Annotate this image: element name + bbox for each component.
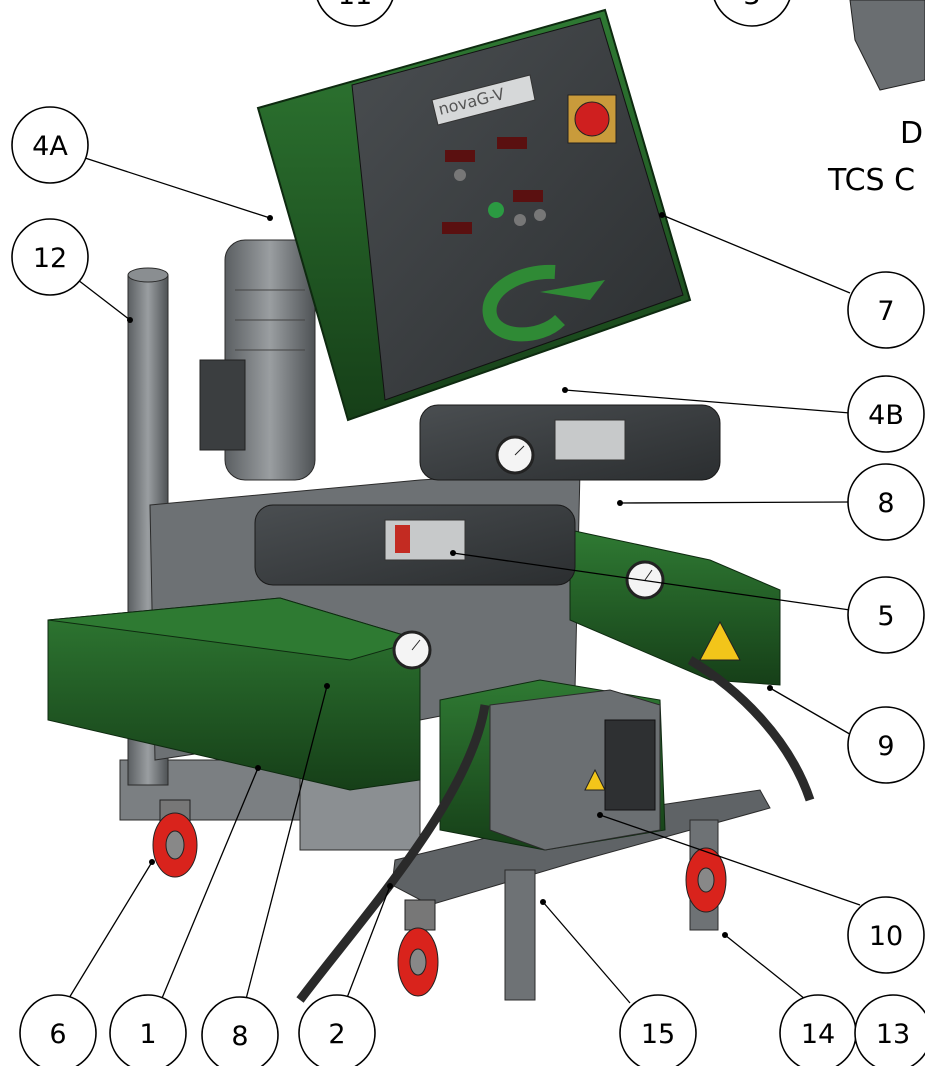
pump-cylinder-right <box>419 404 721 481</box>
main-switch <box>567 94 617 144</box>
leader-lines <box>65 157 861 1004</box>
svg-text:8: 8 <box>877 488 894 519</box>
callout-8-right: 8 <box>847 463 925 541</box>
svg-text:13: 13 <box>876 1019 910 1050</box>
pressure-gauge-1 <box>495 435 535 475</box>
callout-11: 11 <box>316 0 394 27</box>
svg-text:14: 14 <box>801 1019 835 1050</box>
side-label-line2: TCS C <box>827 163 915 198</box>
callout-4a: 4A <box>11 106 89 184</box>
callout-2: 2 <box>298 994 376 1066</box>
callout-9: 9 <box>847 706 925 784</box>
callout-6: 6 <box>19 994 97 1066</box>
callout-7: 7 <box>847 271 925 349</box>
callout-5: 5 <box>847 576 925 654</box>
caster-wheel-left <box>152 799 198 878</box>
green-housing-left <box>47 597 422 791</box>
svg-text:4B: 4B <box>868 400 904 431</box>
callout-14: 14 <box>779 994 857 1066</box>
svg-text:8: 8 <box>231 1021 248 1052</box>
callout-10: 10 <box>847 896 925 974</box>
control-cabinet: novaG-V <box>256 8 692 422</box>
hoses <box>296 656 815 1003</box>
side-label-line1: D <box>900 116 923 151</box>
control-displays <box>442 137 546 234</box>
callout-3: 3 <box>713 0 791 27</box>
pump-cylinder-left <box>254 504 576 586</box>
callout-1: 1 <box>109 994 187 1066</box>
caster-wheel-right <box>685 847 727 913</box>
svg-text:7: 7 <box>877 296 894 327</box>
svg-text:2: 2 <box>328 1019 345 1050</box>
callout-4b: 4B <box>847 375 925 453</box>
svg-text:5: 5 <box>877 601 894 632</box>
side-label: D TCS C <box>827 116 923 198</box>
svg-text:4A: 4A <box>32 131 68 162</box>
g-logo <box>482 264 605 342</box>
svg-text:10: 10 <box>869 921 903 952</box>
electric-motor <box>199 239 316 481</box>
pressure-gauge-3 <box>392 630 432 670</box>
svg-text:9: 9 <box>877 731 894 762</box>
svg-text:11: 11 <box>338 0 372 11</box>
callout-8-bottom: 8 <box>201 996 279 1066</box>
transformer-box <box>439 679 666 851</box>
callout-12: 12 <box>11 218 89 296</box>
svg-text:1: 1 <box>139 1019 156 1050</box>
callout-13: 13 <box>854 994 925 1066</box>
green-housing-right <box>569 529 781 686</box>
detail-part-top-right <box>849 0 925 91</box>
callout-15: 15 <box>619 994 697 1066</box>
svg-text:3: 3 <box>743 0 760 11</box>
caster-wheel-front <box>397 899 439 997</box>
svg-text:15: 15 <box>641 1019 675 1050</box>
svg-text:6: 6 <box>49 1019 66 1050</box>
svg-text:12: 12 <box>33 243 67 274</box>
